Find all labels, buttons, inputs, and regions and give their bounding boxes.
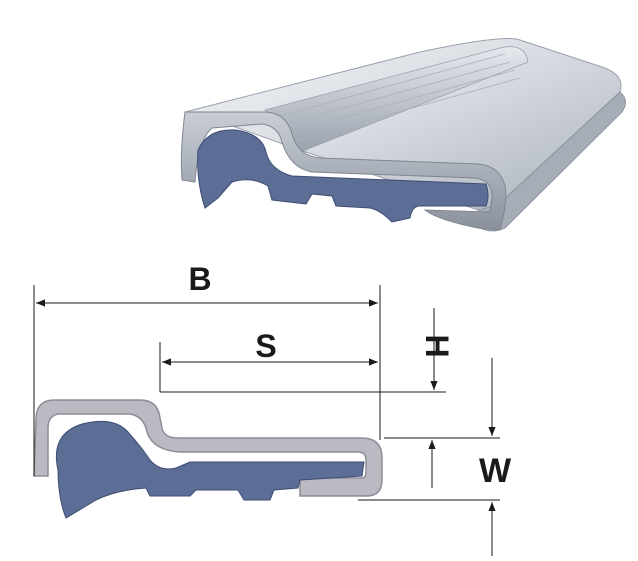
jacket-profile <box>33 399 383 497</box>
seal-cross-section <box>33 399 383 519</box>
dim-b-label: B <box>188 261 211 297</box>
dim-w-label: W <box>479 452 512 490</box>
blue-core-3d <box>197 129 489 223</box>
metal-right-end <box>477 91 626 232</box>
ridge-grooves <box>271 53 521 143</box>
seal-3d-render <box>180 38 626 232</box>
blue-core-profile <box>55 420 365 519</box>
dim-s-label: S <box>255 328 276 364</box>
dimension-lines <box>33 285 500 556</box>
dim-h-label: H <box>419 334 455 357</box>
metal-front-jacket <box>180 111 507 231</box>
